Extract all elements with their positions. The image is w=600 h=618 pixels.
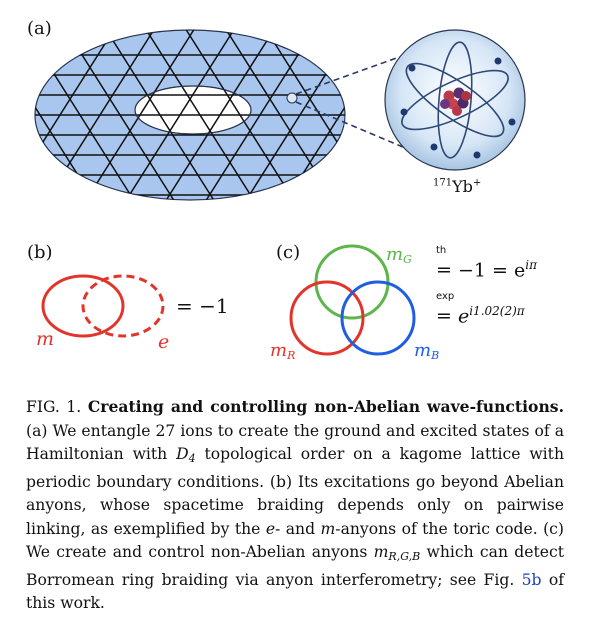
mB-label: mB	[414, 340, 440, 362]
nucleus	[440, 87, 471, 116]
e-anyon-label: e	[158, 331, 170, 353]
ion-species-label: 171Yb+	[433, 177, 482, 196]
borromean-rings	[289, 244, 416, 356]
mR-label: mR	[270, 340, 296, 362]
hopf-link	[41, 274, 165, 338]
caption-label: FIG. 1.	[26, 398, 82, 416]
caption-title: Creating and controlling non-Abelian wav…	[87, 397, 564, 416]
mG-label: mG	[386, 244, 412, 266]
kagome-lattice	[35, 30, 345, 200]
figure-reference-link[interactable]: 5b	[521, 570, 542, 589]
zoom-connectors	[295, 54, 411, 151]
panel-label-b: (b)	[27, 242, 53, 263]
figure-caption: FIG. 1. Creating and controlling non-Abe…	[26, 397, 564, 612]
braiding-phase-b: = −1	[176, 294, 229, 318]
theory-tag: th	[436, 245, 447, 257]
figure-graphic	[34, 29, 526, 356]
theory-phase: th= −1 = eiπ	[436, 245, 537, 282]
panel-label-c: (c)	[276, 242, 301, 263]
m-anyon-label: m	[36, 328, 55, 350]
panel-label-a: (a)	[27, 18, 52, 39]
ion-atom-inset	[384, 29, 526, 171]
experiment-phase: exp= ei1.02(2)π	[436, 291, 525, 328]
experiment-tag: exp	[436, 291, 455, 303]
torus-illustration	[34, 29, 346, 201]
